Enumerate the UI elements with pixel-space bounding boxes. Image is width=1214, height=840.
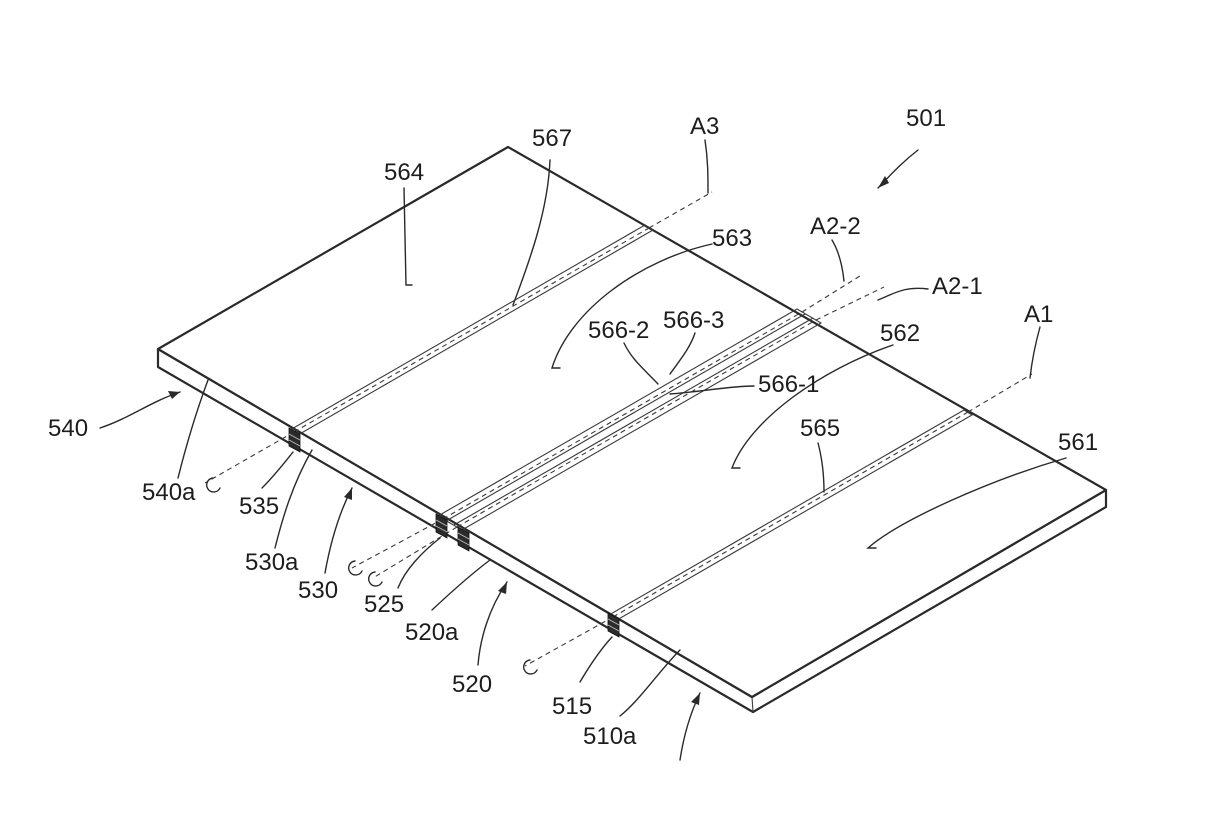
axis-a2-1 (815, 286, 885, 321)
leader-530a (274, 449, 313, 549)
leader-562 (730, 344, 894, 469)
leader-530 (324, 487, 353, 574)
leader-520a (431, 559, 491, 611)
label-530a: 530a (245, 549, 299, 576)
label-510a: 510a (583, 723, 637, 750)
axis-a2-rear-2 (372, 526, 458, 579)
label-a3: A3 (690, 113, 719, 140)
leader-567 (512, 159, 551, 306)
arrowhead-520 (498, 582, 507, 594)
label-566-3: 566-3 (663, 307, 724, 334)
arrowhead-540 (168, 391, 180, 399)
arrowhead-510 (691, 693, 700, 705)
label-563: 563 (712, 225, 752, 252)
leader-540 (99, 391, 181, 429)
leader-566-2 (623, 342, 659, 385)
folding-axes (204, 191, 1033, 667)
leader-563 (551, 243, 713, 369)
leader-566-3 (669, 332, 696, 375)
hinge-520 (457, 526, 470, 552)
hinge-535 (288, 427, 301, 453)
folding-area-566 (436, 308, 823, 531)
device-body (156, 145, 1108, 714)
leader-525 (397, 537, 441, 589)
leader-566-1 (669, 385, 755, 395)
leader-a3 (704, 139, 709, 194)
axis-a3 (648, 191, 713, 229)
axis-a2-rear-1 (351, 518, 444, 569)
hinge-515 (607, 612, 620, 638)
label-566-2: 566-2 (588, 317, 649, 344)
hinge-525 (435, 513, 448, 539)
label-567: 567 (532, 125, 572, 152)
label-535: 535 (239, 493, 279, 520)
leader-535 (261, 451, 294, 489)
label-566-1: 566-1 (758, 371, 819, 398)
front-edge-crease (751, 696, 754, 713)
leader-520 (477, 581, 508, 666)
rotation-marks (205, 477, 538, 675)
label-564: 564 (384, 159, 424, 186)
label-520a: 520a (405, 619, 459, 646)
leader-540a (177, 379, 209, 479)
leader-564 (403, 187, 413, 286)
leader-a2-2 (831, 239, 845, 282)
label-565: 565 (800, 415, 840, 442)
label-561: 561 (1058, 429, 1098, 456)
label-a2-1: A2-1 (932, 273, 983, 300)
arrowhead-501 (878, 176, 889, 188)
label-a2-2: A2-2 (810, 213, 861, 240)
label-525: 525 (364, 591, 404, 618)
leader-lines (99, 139, 1067, 761)
leader-a1 (1029, 326, 1041, 379)
label-540: 540 (48, 415, 88, 442)
label-562: 562 (880, 320, 920, 347)
leader-515 (579, 636, 613, 683)
leader-565 (817, 442, 825, 493)
arrowhead-530 (344, 488, 352, 500)
reference-labels: 501 567 A3 564 563 A2-2 A2-1 A1 562 566-… (48, 105, 1098, 750)
label-515: 515 (552, 693, 592, 720)
label-501: 501 (906, 105, 946, 132)
axis-a1 (967, 373, 1033, 413)
label-530: 530 (298, 577, 338, 604)
leader-561 (866, 457, 1067, 549)
label-a1: A1 (1024, 301, 1053, 328)
label-520: 520 (452, 671, 492, 698)
leader-a2-1 (877, 287, 929, 301)
label-540a: 540a (142, 479, 196, 506)
axis-a1-rear (524, 616, 614, 667)
axis-a2-2 (801, 275, 861, 313)
leader-510a (619, 649, 681, 717)
axis-a3-rear (204, 431, 295, 484)
